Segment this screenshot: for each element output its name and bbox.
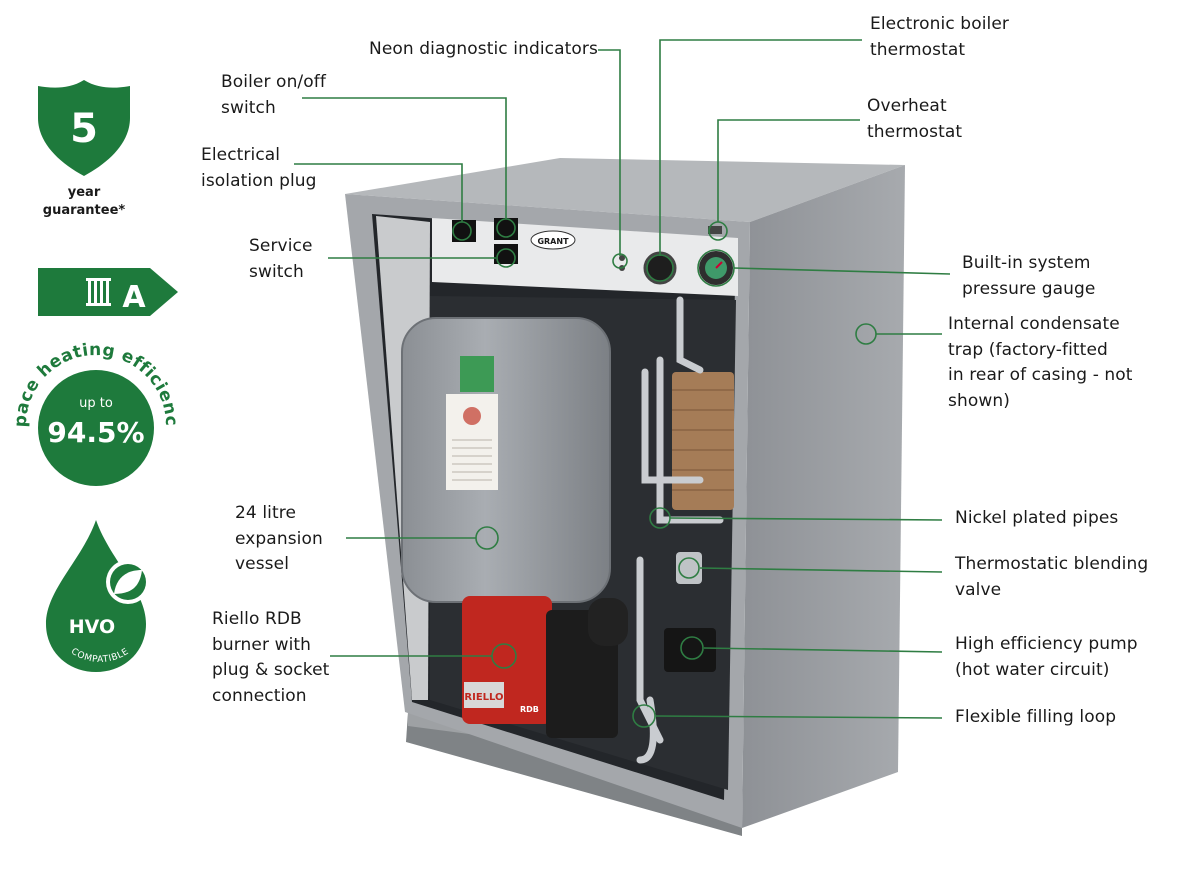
boiler-thermostat-dial [643,251,677,285]
callout-nickel-pipes: Nickel plated pipes [955,506,1118,532]
leader-pump [703,647,943,653]
callout-line: valve [955,579,1002,600]
leader-filling [655,715,943,719]
callout-boiler-thermostat: Electronic boiler thermostat [870,12,1009,63]
efficiency-circle [38,370,154,486]
boiler-top [345,158,905,222]
callout-line: Nickel plated pipes [955,508,1119,528]
callout-line: pressure gauge [962,278,1096,299]
guarantee-badge: 5 year guarantee* [38,80,130,218]
callout-line: plug & socket [212,660,330,680]
callout-expansion-vessel: 24 litre expansion vessel [235,501,323,578]
callout-line: Boiler on/off [221,72,326,92]
guarantee-number: 5 [70,106,98,152]
callout-line: thermostat [870,39,966,60]
neon-indicator-1 [619,255,625,261]
efficiency-value: 94.5% [47,416,144,449]
callout-line: (hot water circuit) [955,659,1110,680]
blending-valve-body [676,552,702,584]
riello-logo-plate [464,682,504,708]
callout-on-off-switch: Boiler on/off switch [221,70,326,121]
callout-line: Electrical [201,145,281,165]
callout-line: Electronic boiler [870,14,1009,34]
guarantee-caption-year: year [68,185,101,200]
callout-line: thermostat [867,121,963,142]
callout-line: in rear of casing - not [948,365,1133,385]
burner-air-intake [588,598,628,646]
shield-icon [38,80,130,176]
radiator-icon [86,278,111,306]
heat-exchanger [672,372,734,510]
leader-nickel [669,517,943,521]
callout-pump: High efficiency pump (hot water circuit) [955,632,1138,683]
callout-line: switch [221,97,276,118]
callout-line: High efficiency pump [955,634,1138,654]
nickel-pipes [636,296,724,764]
boiler-plinth [406,712,742,836]
callout-line: trap (factory-fitted [948,339,1108,360]
boiler-illustration: GRANT [345,158,905,836]
callout-condensate-trap: Internal condensate trap (factory-fitted… [948,312,1133,414]
callout-line: Flexible filling loop [955,707,1117,727]
callout-line: vessel [235,554,290,574]
expansion-vessel [401,317,611,603]
callout-isolation-plug: Electrical isolation plug [201,143,317,194]
grant-logo-plate [530,230,576,250]
leader-boiler-thermostat [659,39,862,256]
callout-line: expansion [235,528,323,549]
service-switch-body [494,244,518,264]
leaf-icon [114,570,142,594]
callout-line: Neon diagnostic indicators [369,39,598,59]
callout-line: burner with [212,634,312,655]
energy-rating-badge: A [38,268,178,316]
callout-blending-valve: Thermostatic blending valve [955,552,1148,603]
callout-line: shown) [948,390,1010,411]
callout-neon-indicators: Neon diagnostic indicators [369,37,598,63]
callout-line: switch [249,261,304,282]
leader-blending [699,567,943,573]
callout-service-switch: Service switch [249,234,313,285]
callout-line: isolation plug [201,170,317,191]
isolation-plug-socket [452,220,476,242]
burner-model-text: RDB [520,705,539,714]
leader-pressure-gauge [733,267,951,275]
callout-line: Overheat [867,96,947,116]
callout-line: Riello RDB [212,609,302,629]
hvo-title: HVO [69,616,115,638]
leader-lines [294,39,951,728]
riello-logo-text: RIELLO [464,692,503,703]
efficiency-badge: space heating efficiency up to 94.5% [0,0,181,486]
leader-overheat [717,119,860,222]
callout-overheat-thermostat: Overheat thermostat [867,94,962,145]
vessel-green-label [460,356,494,392]
guarantee-caption-label: guarantee* [43,203,126,218]
energy-rating-grade: A [122,280,146,315]
hvo-badge: HVO COMPATIBLE [46,520,150,672]
callout-filling-loop: Flexible filling loop [955,705,1116,731]
pump-body [664,628,716,672]
callout-line: 24 litre [235,503,297,523]
callout-pressure-gauge: Built-in system pressure gauge [962,251,1095,302]
callout-line: Built-in system [962,253,1091,273]
drop-icon [46,520,146,672]
callout-line: Service [249,236,313,256]
efficiency-prefix: up to [79,396,113,411]
callout-line: Thermostatic blending [955,554,1149,574]
callout-line: Internal condensate [948,314,1120,334]
callout-line: connection [212,685,307,706]
boiler-side-panel [742,165,905,828]
leader-neon [598,49,621,256]
leader-on-off [302,97,507,219]
grant-logo-text: GRANT [537,237,569,246]
leader-isolation [294,163,463,222]
overheat-thermostat-cap [708,226,722,234]
callout-burner: Riello RDB burner with plug & socket con… [212,607,329,709]
